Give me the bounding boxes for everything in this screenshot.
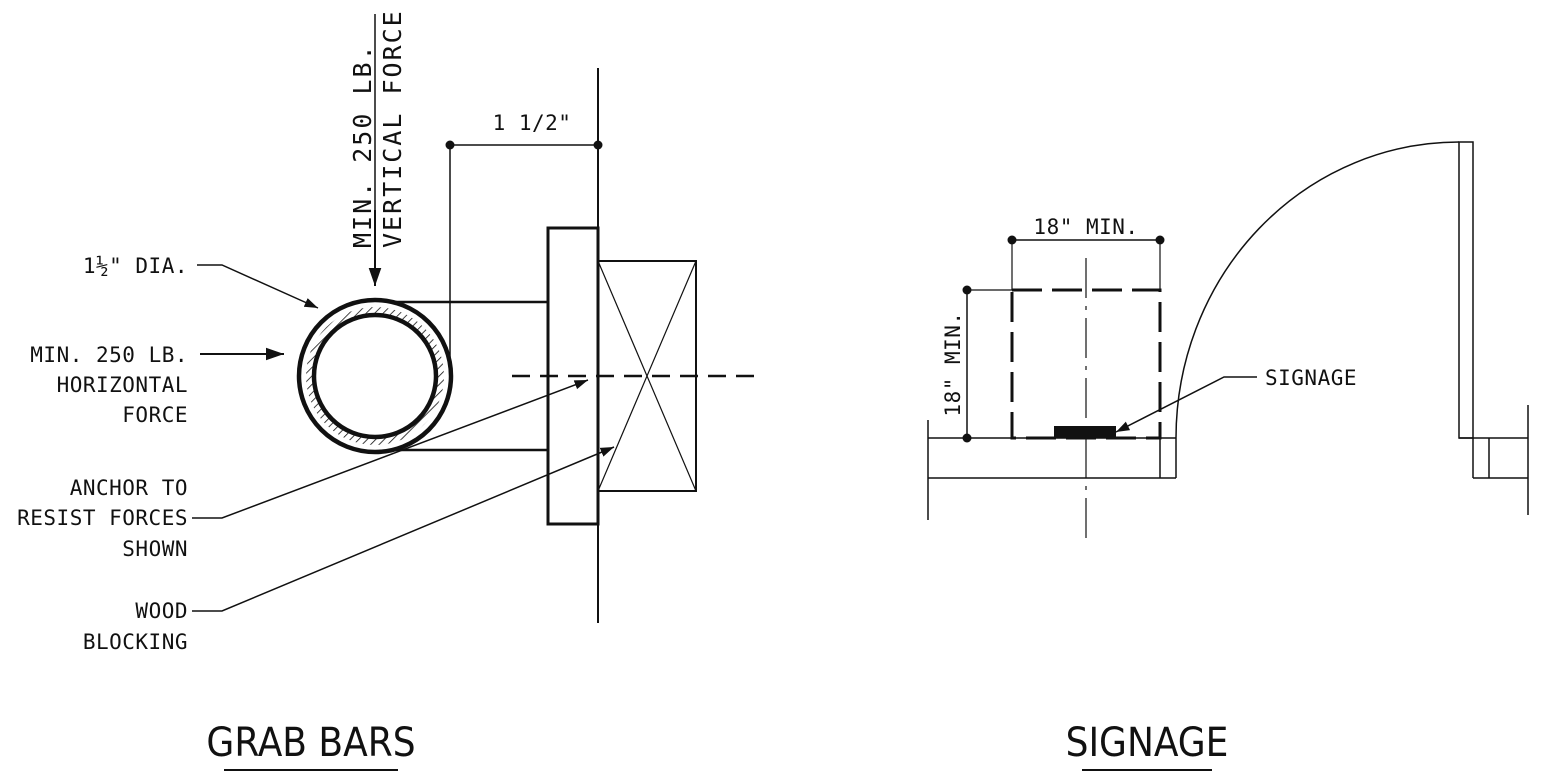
door-frame-right (1459, 405, 1529, 515)
clearance-dimension: 1 1/2" (445, 111, 603, 376)
wood-blocking-leader (192, 446, 615, 612)
horizontal-force-label: MIN. 250 LB. HORIZONTAL FORCE (30, 343, 188, 427)
clearance-dim-label: 1 1/2" (493, 111, 572, 135)
signage-detail: 18" MIN. 18" MIN. SIGNAGE SIGNAGE (927, 141, 1529, 771)
door-leaf (1458, 141, 1474, 439)
signage-title: SIGNAGE (1066, 720, 1229, 766)
signage-plate (1054, 426, 1116, 438)
svg-text:MIN. 250 LB.: MIN. 250 LB. (30, 343, 188, 367)
svg-text:MIN. 250 LB.: MIN. 250 LB. (348, 43, 377, 248)
signage-leader (1115, 376, 1257, 433)
grab-bars-title: GRAB BARS (206, 720, 415, 766)
height-dimension: 18" MIN. (941, 285, 1012, 443)
grab-bars-detail: 1 1/2" MIN. 250 LB. VERTICAL FORCE 1½" D… (17, 9, 755, 771)
vertical-force-label: MIN. 250 LB. (348, 43, 377, 248)
svg-text:RESIST FORCES: RESIST FORCES (17, 506, 188, 530)
svg-text:VERTICAL FORCE: VERTICAL FORCE (378, 9, 407, 248)
door-swing-arc (1175, 141, 1460, 439)
dia-leader (197, 264, 319, 309)
vertical-force-label-2: VERTICAL FORCE (378, 9, 407, 248)
anchor-label: ANCHOR TO RESIST FORCES SHOWN (17, 476, 188, 561)
height-dim-label: 18" MIN. (941, 311, 965, 416)
width-dim-label: 18" MIN. (1033, 215, 1138, 239)
wood-blocking-label: WOOD BLOCKING (83, 599, 188, 654)
svg-text:ANCHOR TO: ANCHOR TO (70, 476, 188, 500)
svg-text:BLOCKING: BLOCKING (83, 630, 188, 654)
dia-label: 1½" DIA. (83, 254, 188, 278)
width-dimension: 18" MIN. (1007, 215, 1165, 290)
anchor-leader (192, 379, 589, 519)
grab-bar-section (296, 297, 454, 455)
signage-label: SIGNAGE (1265, 366, 1357, 390)
svg-text:HORIZONTAL: HORIZONTAL (57, 373, 188, 397)
svg-text:SHOWN: SHOWN (122, 537, 188, 561)
svg-text:WOOD: WOOD (135, 599, 188, 623)
svg-text:FORCE: FORCE (122, 403, 188, 427)
